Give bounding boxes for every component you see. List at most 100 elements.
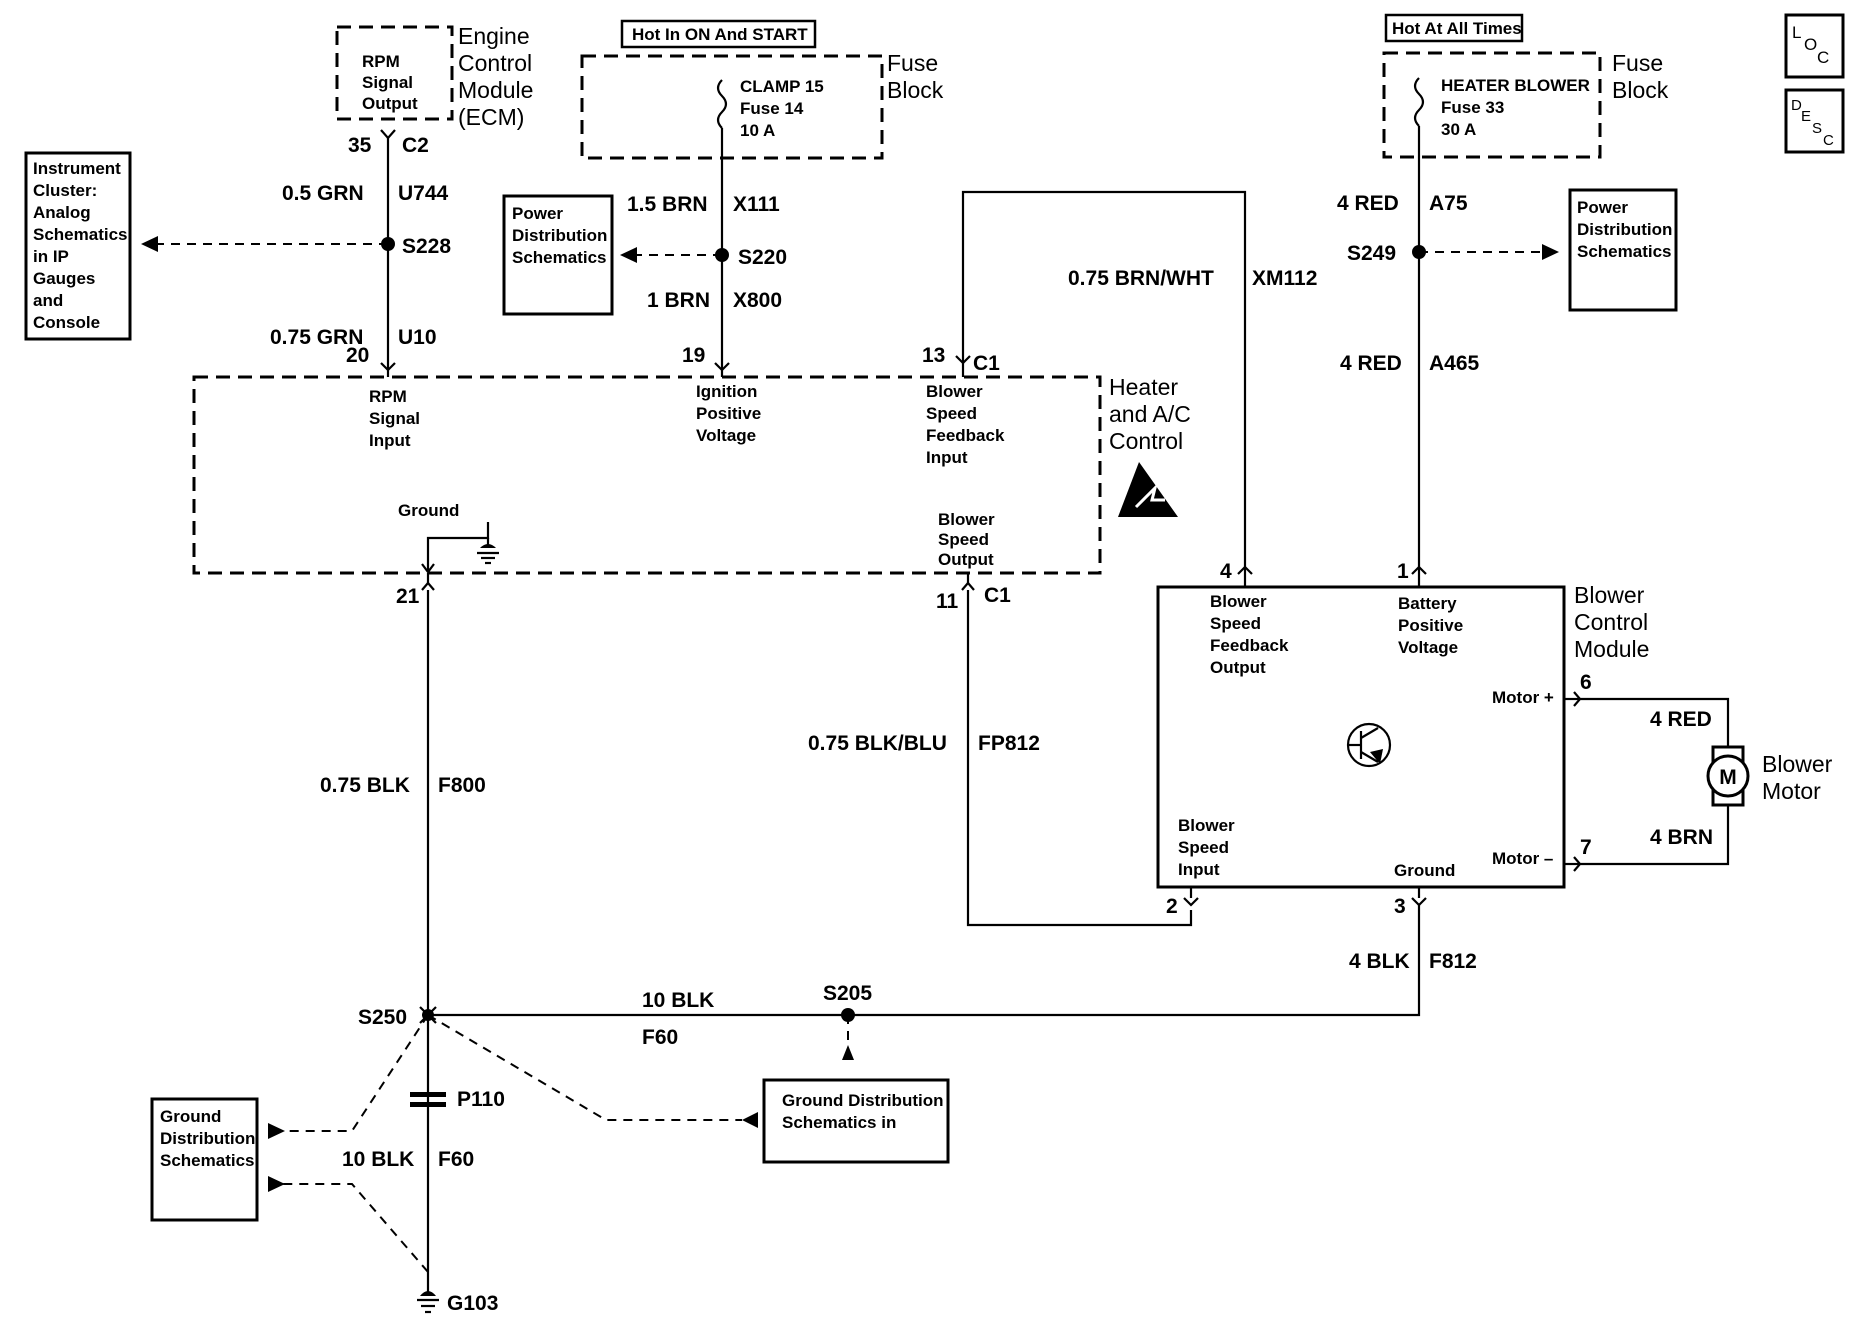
pin-label: Speed — [1178, 838, 1229, 857]
wire-f800-circuit: F800 — [438, 774, 486, 797]
wire-fp812-circuit: FP812 — [978, 732, 1040, 755]
hvac-title: Control — [1109, 428, 1183, 454]
wire-motor-red[interactable] — [1580, 697, 1730, 751]
desc-letter-e: E — [1801, 108, 1811, 125]
motor-symbol: M — [1719, 766, 1737, 789]
wire-x111-gauge: 1.5 BRN — [627, 193, 708, 216]
ref-text: Gauges — [33, 269, 95, 288]
desc-letter-s: S — [1812, 120, 1822, 137]
wire-fp812[interactable] — [966, 590, 1193, 927]
ecm-title: Control — [458, 50, 532, 76]
connector-icon — [1411, 897, 1427, 907]
splice-s249-label: S249 — [1347, 242, 1396, 265]
pin-label: Blower — [1210, 592, 1267, 611]
fuse14-name: CLAMP 15 — [740, 77, 824, 96]
pin-label: Signal — [369, 409, 420, 428]
wire-f60-gauge: 10 BLK — [642, 989, 714, 1012]
internal-ground-wire — [426, 522, 490, 572]
fuse14-number: Fuse 14 — [740, 99, 804, 118]
power-distribution-reference-right[interactable]: Power Distribution Schematics — [1568, 188, 1678, 312]
power-distribution-reference-left[interactable]: Power Distribution Schematics — [502, 194, 614, 316]
splice-s228-label: S228 — [402, 235, 451, 258]
pin-label: Speed — [926, 404, 977, 423]
desc-letter-d: D — [1791, 97, 1802, 114]
pin-label: Blower — [1178, 816, 1235, 835]
ground-distribution-reference-center[interactable]: Ground Distribution Schematics in — [762, 1078, 950, 1164]
pin-label: Input — [1178, 860, 1220, 879]
pin-label: Speed — [938, 530, 989, 549]
pin-label: Blower — [926, 382, 983, 401]
wire-xm112[interactable] — [961, 190, 1247, 574]
reference-arrow-line — [282, 1014, 429, 1132]
pin-label: Input — [369, 431, 411, 450]
connector-id: C1 — [984, 584, 1011, 607]
transistor-icon — [1346, 722, 1392, 768]
instrument-cluster-reference[interactable]: Instrument Cluster: Analog Schematics in… — [24, 151, 132, 341]
wire-motor-red-gauge: 4 RED — [1650, 708, 1712, 731]
motor-icon — [1706, 754, 1750, 798]
pin-label: Ground — [1394, 861, 1455, 880]
wire-x800-circuit: X800 — [733, 289, 782, 312]
connector-icon — [961, 581, 975, 591]
pin-number: 4 — [1220, 560, 1232, 583]
ground-distribution-reference-left[interactable]: Ground Distribution Schematics — [150, 1097, 259, 1222]
ecm: RPM Signal Output Engine Control Module … — [335, 23, 533, 157]
pin-number: 19 — [682, 344, 705, 367]
fuse33-number: Fuse 33 — [1441, 98, 1504, 117]
ref-text: Distribution — [1577, 220, 1672, 239]
fuse33-rating: 30 A — [1441, 120, 1476, 139]
loc-tag[interactable]: L O C — [1784, 13, 1845, 79]
connector-p110-label: P110 — [457, 1088, 505, 1111]
wire-a465-circuit: A465 — [1429, 352, 1480, 375]
connector-icon — [421, 581, 435, 591]
loc-letter-l: L — [1792, 23, 1801, 42]
fuse33-name: HEATER BLOWER — [1441, 76, 1590, 95]
ref-text: Distribution — [512, 226, 607, 245]
arrow-up-icon — [842, 1045, 854, 1060]
connector-icon — [1411, 565, 1427, 575]
ecm-pin-label: RPM — [362, 52, 400, 71]
pin-label: Feedback — [926, 426, 1005, 445]
fuse-14-block: Hot In ON And START CLAMP 15 Fuse 14 10 … — [580, 19, 944, 160]
wire-u10-circuit: U10 — [398, 326, 437, 349]
ecm-title: Engine — [458, 23, 530, 49]
fuse14-banner: Hot In ON And START — [632, 25, 808, 44]
wire-xm112-circuit: XM112 — [1252, 267, 1317, 290]
pin-label: Voltage — [696, 426, 756, 445]
pin-number: 21 — [396, 585, 420, 608]
wire-f812-f60[interactable] — [428, 905, 1421, 1017]
splice-s220-label: S220 — [738, 246, 787, 269]
ref-text: Ground — [160, 1107, 221, 1126]
pin-label: Voltage — [1398, 638, 1458, 657]
wire-a75-gauge: 4 RED — [1337, 192, 1399, 215]
ref-text: Schematics in — [782, 1113, 896, 1132]
hvac-title: Heater — [1109, 374, 1178, 400]
hvac-title: and A/C — [1109, 401, 1191, 427]
ref-text: Power — [512, 204, 563, 223]
ref-text: in IP — [33, 247, 69, 266]
pin-number: 2 — [1166, 895, 1178, 918]
wire-motor-brn[interactable] — [1580, 801, 1730, 866]
arrow-right-icon — [268, 1176, 285, 1192]
fuse14-rating: 10 A — [740, 121, 775, 140]
motor-title: Motor — [1762, 778, 1821, 804]
pin-label: RPM — [369, 387, 407, 406]
arrow-left-icon — [620, 247, 637, 263]
pin-label: Input — [926, 448, 968, 467]
pin-label: Motor + — [1492, 688, 1554, 707]
ground-label: Ground — [398, 501, 459, 520]
arrow-down-icon — [421, 563, 435, 574]
module-title: Control — [1574, 609, 1648, 635]
fuse-block-label: Fuse — [1612, 50, 1663, 76]
splice-s205-label: S205 — [823, 982, 872, 1005]
pin-number: 1 — [1397, 560, 1409, 583]
ref-text: and — [33, 291, 63, 310]
splice-s250-label: S250 — [358, 1006, 407, 1029]
reference-arrow-line — [427, 1014, 742, 1121]
ecm-pin-label: Output — [362, 94, 418, 113]
ref-text: Console — [33, 313, 100, 332]
desc-tag[interactable]: D E S C — [1784, 88, 1845, 154]
ground-g103-icon — [417, 1291, 439, 1314]
fuse33-banner: Hot At All Times — [1392, 19, 1522, 38]
pin-label: Positive — [1398, 616, 1463, 635]
